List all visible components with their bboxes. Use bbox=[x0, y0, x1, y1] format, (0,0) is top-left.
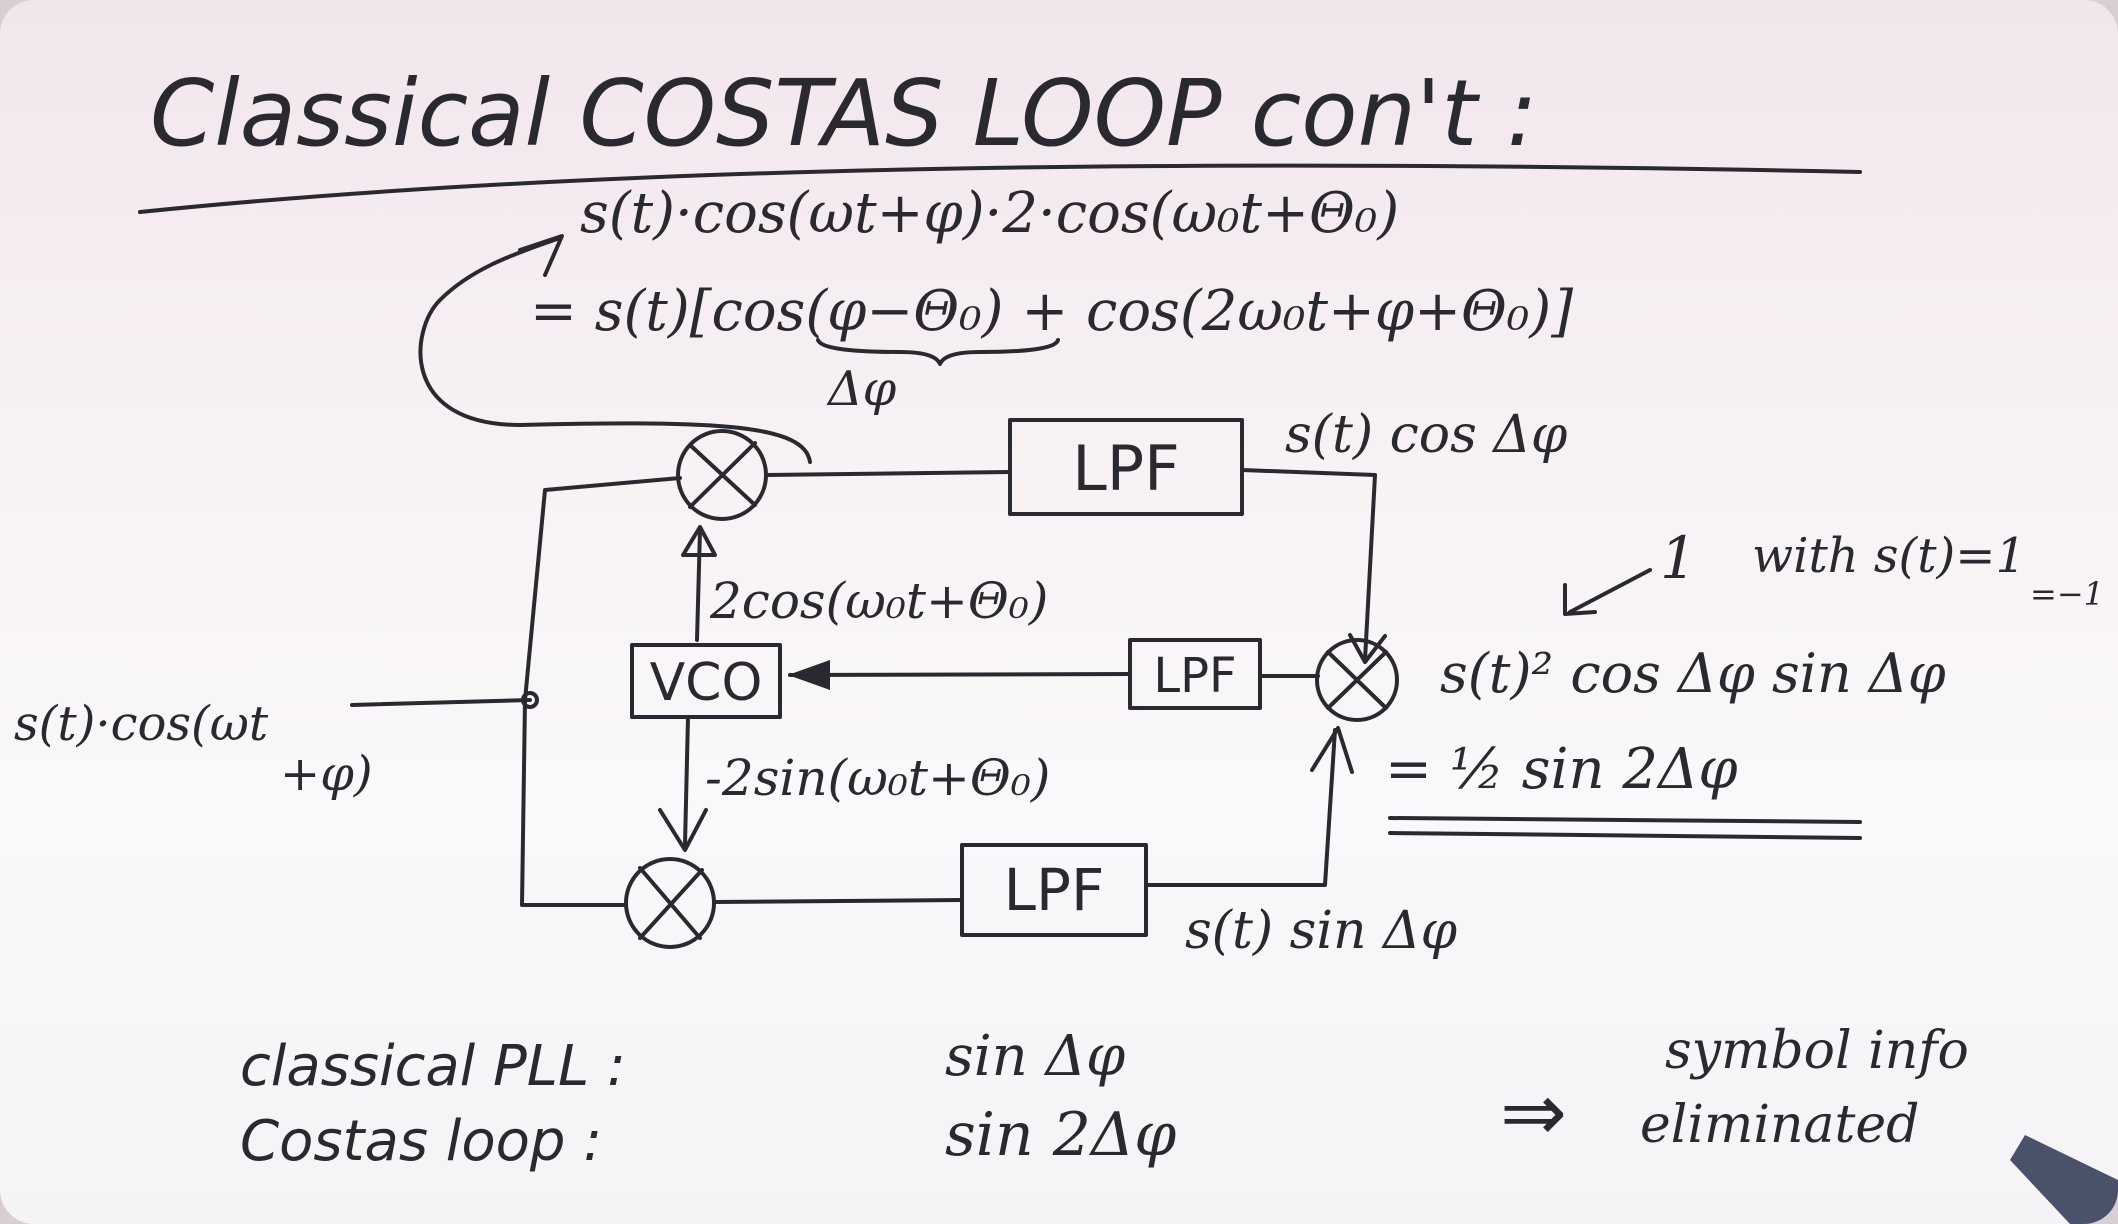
title-underline bbox=[138, 163, 1862, 214]
conclusion-line-2: eliminated bbox=[1640, 1095, 1919, 1155]
classical-pll-label: classical PLL : bbox=[240, 1034, 626, 1099]
bottom-output-label: s(t) sin Δφ bbox=[1185, 901, 1458, 961]
product-expression: s(t)² cos Δφ sin Δφ bbox=[1440, 642, 1946, 705]
input-signal-label-1: s(t)·cos(ωt bbox=[14, 696, 269, 752]
top-lpf-out-wire bbox=[1240, 468, 1377, 662]
costas-loop-value: sin 2Δφ bbox=[945, 1100, 1176, 1170]
lpf-middle: LPF bbox=[1128, 638, 1262, 710]
bottom-multiplier bbox=[624, 857, 716, 949]
equation-line-1: s(t)·cos(ωt+φ)·2·cos(ω₀t+Θ₀) bbox=[580, 181, 1399, 246]
costas-loop-label: Costas loop : bbox=[240, 1109, 602, 1174]
delta-phi-brace bbox=[816, 338, 1060, 366]
note-minus: =−1 bbox=[2030, 575, 2104, 613]
equation-line-2: = s(t)[cos(φ−Θ₀) + cos(2ω₀t+φ+Θ₀)] bbox=[530, 279, 1573, 344]
input-signal-label-2: +φ) bbox=[280, 746, 373, 802]
vco-top-arrowhead bbox=[681, 525, 717, 557]
vco-bottom-wire bbox=[683, 715, 690, 847]
bottom-lpf-out-arrowhead bbox=[1310, 726, 1354, 774]
bottom-lpf-out-wire bbox=[1144, 728, 1337, 887]
result-underline-2 bbox=[1388, 831, 1862, 840]
implies-arrow: ⇒ bbox=[1500, 1066, 1567, 1159]
vco-label: VCO bbox=[650, 653, 763, 713]
classical-pll-value: sin Δφ bbox=[945, 1024, 1125, 1089]
lpf-top-label: LPF bbox=[1072, 432, 1180, 505]
marker-pen bbox=[2010, 1135, 2118, 1224]
vco-block: VCO bbox=[630, 643, 782, 719]
result-underline-1 bbox=[1388, 816, 1862, 824]
note-one: 1 bbox=[1660, 524, 1697, 592]
input-wire bbox=[350, 698, 532, 707]
equation-pointer-arrow bbox=[418, 236, 812, 464]
vco-top-wire bbox=[695, 528, 702, 642]
mid-lpf-to-vco-wire bbox=[788, 672, 1132, 677]
conclusion-line-1: symbol info bbox=[1665, 1021, 1969, 1081]
delta-phi-label: Δφ bbox=[826, 361, 897, 417]
bottom-mixer-to-lpf-wire bbox=[712, 898, 964, 904]
note-arrowhead bbox=[1563, 583, 1597, 616]
note-with: with s(t)=1 bbox=[1752, 528, 2026, 584]
vco-top-signal-label: 2cos(ω₀t+Θ₀) bbox=[709, 572, 1048, 630]
note-arrow bbox=[1568, 568, 1652, 614]
result-expression: = ½ sin 2Δφ bbox=[1385, 737, 1738, 802]
top-output-label: s(t) cos Δφ bbox=[1285, 405, 1568, 465]
equation-pointer-arrowhead bbox=[518, 234, 564, 277]
top-multiplier bbox=[676, 429, 768, 521]
lpf-bottom-label: LPF bbox=[1004, 856, 1105, 924]
right-multiplier bbox=[1315, 638, 1399, 722]
lpf-middle-label: LPF bbox=[1153, 648, 1236, 704]
lpf-bottom: LPF bbox=[960, 843, 1148, 937]
mid-lpf-to-vco-arrowhead bbox=[788, 660, 830, 690]
top-mixer-to-lpf-wire bbox=[764, 470, 1012, 477]
lpf-top: LPF bbox=[1008, 418, 1244, 516]
vco-bottom-signal-label: -2sin(ω₀t+Θ₀) bbox=[705, 749, 1050, 807]
split-wire bbox=[520, 476, 682, 907]
page-title: Classical COSTAS LOOP con't : bbox=[150, 60, 1538, 167]
vco-bottom-arrowhead bbox=[658, 808, 708, 852]
